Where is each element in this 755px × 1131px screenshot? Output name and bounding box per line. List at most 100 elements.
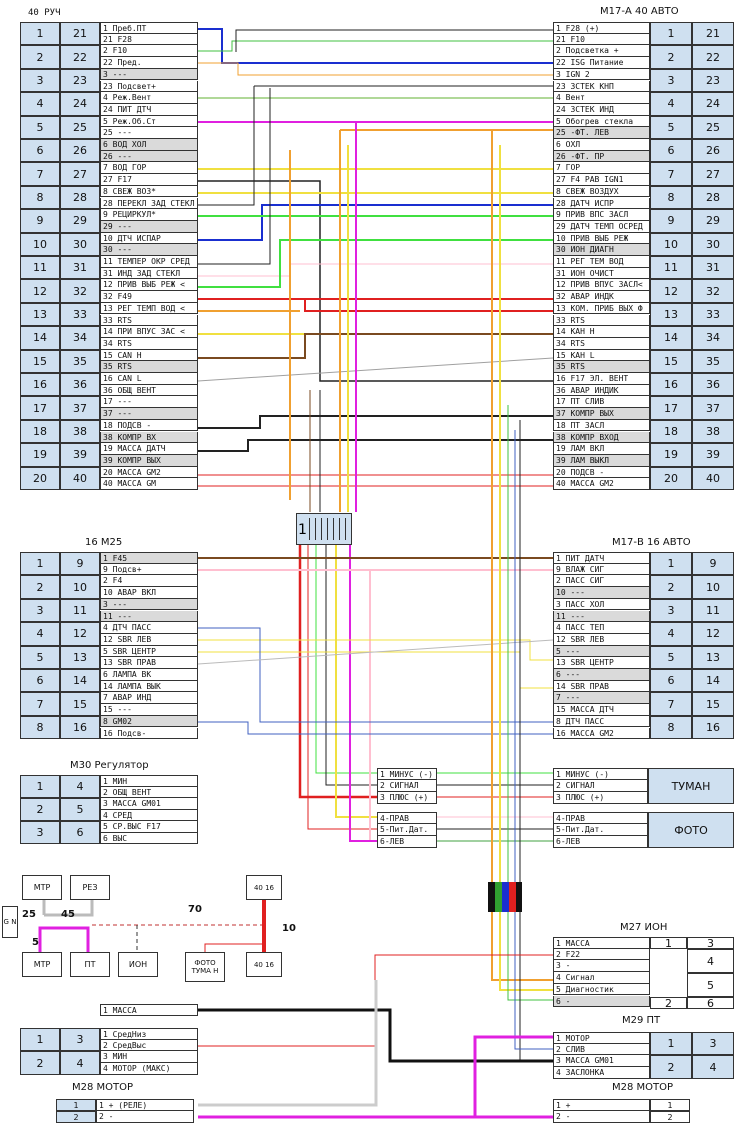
wire-black-perekl xyxy=(198,86,255,206)
pin-number: 13 xyxy=(692,645,734,669)
pin-label: 4 Сигнал xyxy=(553,972,650,984)
pin-label: 9 ВЛАЖ СИГ xyxy=(553,563,650,576)
connector-block-blue xyxy=(502,882,509,912)
mini-n10: 10 xyxy=(282,923,296,934)
pin-number: 1 xyxy=(20,1028,60,1052)
pin-number: 16 xyxy=(650,373,692,397)
pin-label: 4 ДТЧ ПАСС xyxy=(100,622,198,634)
pin-label: 3 --- xyxy=(100,68,198,81)
pin-label: 13 РЕГ ТЕМП ВОД < xyxy=(100,302,198,315)
pin-label: 11 --- xyxy=(100,610,198,623)
pin-number: 35 xyxy=(60,349,100,373)
pin-label: 15 МАССА ДТЧ xyxy=(553,704,650,716)
pin-label: 8 ДТЧ ПАСС xyxy=(553,715,650,728)
pin-number: 18 xyxy=(20,419,60,444)
pin-number: 5 xyxy=(60,798,100,821)
pin-label: 39 ЛАМ ВЫКЛ xyxy=(553,454,650,467)
pin-label: 5-Пит.Дат. xyxy=(377,824,437,836)
pin-number: 1 xyxy=(56,1099,96,1111)
pin-number: 12 xyxy=(60,622,100,646)
pin-number: 21 xyxy=(60,22,100,46)
pin-label: 16 Подсв- xyxy=(100,727,198,740)
pin-label: 13 SBR ПРАВ xyxy=(100,657,198,669)
pin-label: 21 F28 xyxy=(100,33,198,46)
wire-black-podsv xyxy=(198,415,553,429)
pin-label: 4-ПРАВ xyxy=(553,812,648,824)
wire-green-privvyb xyxy=(198,239,553,288)
wire-yellow-right xyxy=(499,145,553,991)
pin-number: 36 xyxy=(60,373,100,397)
pin-number: 4 xyxy=(687,949,734,973)
pin-number: 12 xyxy=(20,279,60,303)
pin-label: 4 ПАСС ТЕП xyxy=(553,622,650,634)
pin-number: 4 xyxy=(650,622,692,646)
pin-number: 30 xyxy=(60,232,100,256)
pin-label: 2 Подсветка + xyxy=(553,45,650,58)
pin-number: 23 xyxy=(60,68,100,93)
connector-block-black2 xyxy=(516,882,522,912)
pin-label: 3 ПАСС ХОЛ xyxy=(553,598,650,611)
pin-number: 4 xyxy=(20,92,60,116)
pin-number: 20 xyxy=(20,466,60,490)
pin-label: 14 ПРИ ВПУС ЗАС < xyxy=(100,326,198,338)
pin-number: 34 xyxy=(60,326,100,350)
pin-number: 2 xyxy=(650,1055,692,1079)
splice-label: 1 xyxy=(298,522,307,538)
pin-label: 12 SBR ЛЕВ xyxy=(553,633,650,646)
pin-label: 5 Диагностик xyxy=(553,983,650,996)
pin-label: 5 Реж.Об.Ст xyxy=(100,115,198,128)
pin-label: 2 СредВыс xyxy=(100,1039,198,1052)
pin-label: 8 СВЕЖ ВОЗ* xyxy=(100,185,198,198)
pin-number: 2 xyxy=(56,1111,96,1123)
mini-4016-top: 40 16 xyxy=(246,875,282,900)
pin-label: 2 СИГНАЛ xyxy=(377,780,437,792)
pin-label: 29 ДАТЧ ТЕМП ОСРЕД xyxy=(553,220,650,233)
pin-number: 3 xyxy=(60,1028,100,1052)
pin-number: 1 xyxy=(650,937,687,950)
pin-number: 39 xyxy=(60,443,100,467)
pin-label: 6 --- xyxy=(553,669,650,681)
pin-number: 3 xyxy=(692,1032,734,1056)
pin-number: 7 xyxy=(650,162,692,186)
pin-label: 6 ВЫС xyxy=(100,832,198,844)
pin-label: 3 МАССА GM01 xyxy=(100,798,198,810)
pin-label: 38 КОМПР ВХ xyxy=(100,431,198,444)
pin-number: 29 xyxy=(692,209,734,233)
connector-title-left: 40 РУЧ xyxy=(28,8,61,18)
pin-label: 25 --- xyxy=(100,127,198,139)
pin-label: 32 АВАР ИНДК xyxy=(553,291,650,303)
pin-label: 13 SBR ЦЕНТР xyxy=(553,657,650,669)
pin-label: 2 F22 xyxy=(553,948,650,961)
pin-label: 4 МОТОР (МАКС) xyxy=(100,1063,198,1075)
pin-label: 28 ПЕРЕКЛ ЗАД СТЕКЛ xyxy=(100,197,198,210)
pin-label: 14 КАН Н xyxy=(553,326,650,338)
pin-label: 11 --- xyxy=(553,610,650,623)
pin-number: 17 xyxy=(650,396,692,420)
pin-number: 3 xyxy=(687,937,734,950)
pin-number: 16 xyxy=(692,715,734,740)
pin-number: 7 xyxy=(20,692,60,716)
pin-number: 6 xyxy=(20,139,60,163)
pin-label: 11 РЕГ ТЕМ ВОД xyxy=(553,256,650,268)
pin-label: 2 ОБЩ ВЕНТ xyxy=(100,786,198,798)
pin-label: 25 -ФТ. ЛЕВ xyxy=(553,127,650,139)
pin-number: 9 xyxy=(692,552,734,576)
pin-label: 20 ПОДСВ - xyxy=(553,466,650,479)
connector-title-right: М17-А 40 АВТО xyxy=(600,6,679,17)
pin-label: 26 --- xyxy=(100,150,198,163)
mini-gn: G N xyxy=(2,906,18,938)
pin-number: 19 xyxy=(20,443,60,467)
photo-label: ФОТО xyxy=(648,812,734,848)
pin-number: 40 xyxy=(60,466,100,490)
m17b-title: М17-В 16 АВТО xyxy=(612,537,691,548)
pin-number: 1 xyxy=(20,552,60,576)
pin-label: 6 ВОД ХОЛ xyxy=(100,139,198,151)
pin-number: 1 xyxy=(650,1099,690,1111)
pin-label: 17 --- xyxy=(100,396,198,409)
pin-number: 14 xyxy=(20,326,60,350)
mini-4016-bot: 40 16 xyxy=(246,952,282,977)
pin-number: 9 xyxy=(60,552,100,576)
pin-number: 10 xyxy=(60,575,100,599)
wire-gray-m25 xyxy=(197,639,554,665)
